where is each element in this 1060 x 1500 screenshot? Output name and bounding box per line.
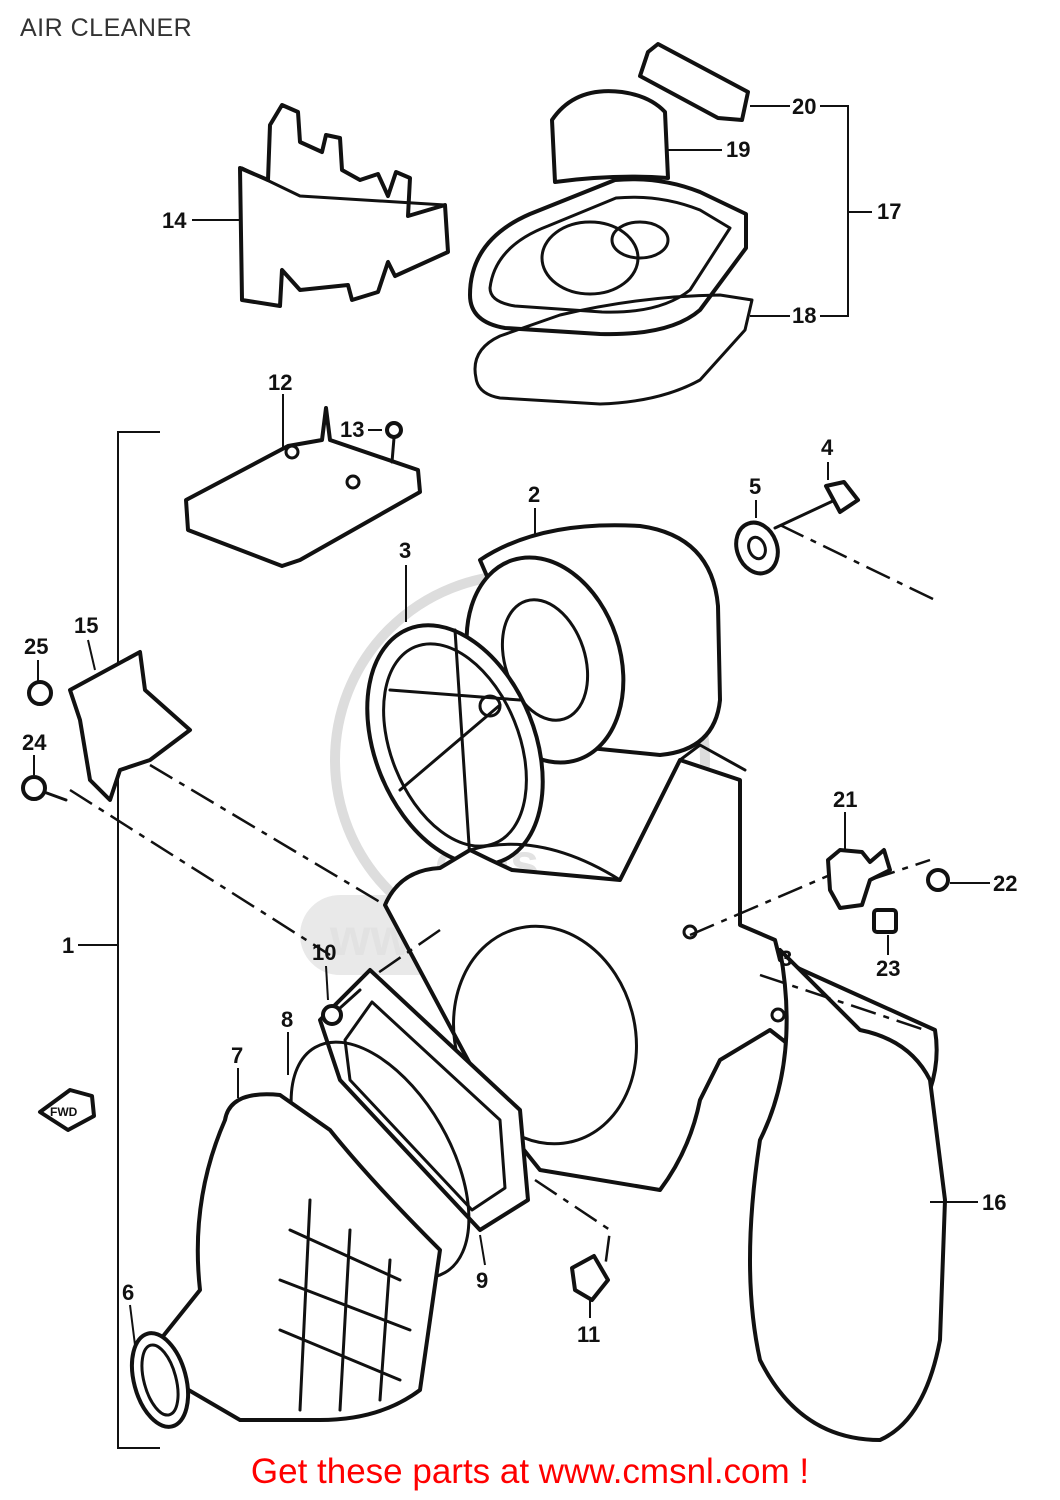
bracket-part-1 bbox=[117, 431, 160, 1449]
part-15-stay bbox=[68, 650, 192, 802]
part-11-clip bbox=[570, 1254, 610, 1302]
part-16-drain-tube bbox=[748, 948, 947, 1442]
callout-4: 4 bbox=[821, 435, 834, 460]
callout-5: 5 bbox=[749, 474, 761, 499]
parts-store-link[interactable]: Get these parts at www.cmsnl.com ! bbox=[250, 1452, 810, 1491]
callout-19: 19 bbox=[726, 137, 750, 162]
callout-20: 20 bbox=[792, 94, 816, 119]
part-6-clamp bbox=[129, 1331, 191, 1429]
page-title: AIR CLEANER bbox=[20, 14, 193, 42]
part-4-wing-bolt bbox=[773, 480, 860, 530]
callout-23: 23 bbox=[876, 956, 900, 981]
callout-3-box: 3 bbox=[780, 946, 792, 971]
part-13-screw bbox=[385, 421, 403, 464]
callouts: 1 2 3 3 4 5 6 7 8 9 10 11 12 13 14 15 16… bbox=[22, 94, 1017, 1347]
part-7-intake-duct bbox=[158, 1092, 442, 1422]
part-18-seal bbox=[473, 293, 754, 406]
callout-6: 6 bbox=[122, 1280, 134, 1305]
part-12-plate bbox=[184, 406, 422, 568]
part-23-bolt bbox=[872, 908, 898, 934]
callout-11: 11 bbox=[577, 1322, 600, 1347]
callout-21: 21 bbox=[833, 787, 857, 812]
fwd-arrow: FWD bbox=[38, 1088, 96, 1132]
callout-14: 14 bbox=[162, 208, 187, 233]
part-5-grommet bbox=[734, 520, 780, 576]
callout-7: 7 bbox=[231, 1043, 243, 1068]
part-21-bracket bbox=[826, 848, 892, 910]
part-14-bracket bbox=[238, 103, 450, 308]
callout-9: 9 bbox=[476, 1268, 488, 1293]
assembly-lines bbox=[69, 523, 936, 1269]
callout-24: 24 bbox=[22, 730, 47, 755]
part-1-air-box bbox=[383, 743, 939, 1192]
part-17-case-lid bbox=[468, 177, 748, 337]
callout-1: 1 bbox=[62, 933, 74, 958]
part-25-nut bbox=[27, 680, 53, 706]
callout-15: 15 bbox=[74, 613, 98, 638]
fwd-arrow-label: FWD bbox=[50, 1105, 78, 1119]
part-20-foam bbox=[638, 42, 750, 122]
callout-22: 22 bbox=[993, 871, 1017, 896]
part-19-snorkel bbox=[550, 89, 670, 184]
part-3-filter-frame bbox=[365, 623, 545, 867]
leader-lines bbox=[33, 105, 990, 1346]
callout-8: 8 bbox=[281, 1007, 293, 1032]
bracket-part-17 bbox=[820, 105, 872, 317]
callout-13: 13 bbox=[340, 417, 364, 442]
callout-16: 16 bbox=[982, 1190, 1006, 1215]
callout-17: 17 bbox=[877, 199, 901, 224]
callout-3-frame: 3 bbox=[399, 538, 411, 563]
part-24-bolt bbox=[21, 775, 68, 802]
part-10-screw bbox=[321, 988, 362, 1026]
callout-18: 18 bbox=[792, 303, 816, 328]
callout-25: 25 bbox=[24, 634, 48, 659]
callout-12: 12 bbox=[268, 370, 292, 395]
part-22-nut bbox=[926, 868, 950, 892]
callout-2: 2 bbox=[528, 482, 540, 507]
callout-10: 10 bbox=[312, 940, 336, 965]
